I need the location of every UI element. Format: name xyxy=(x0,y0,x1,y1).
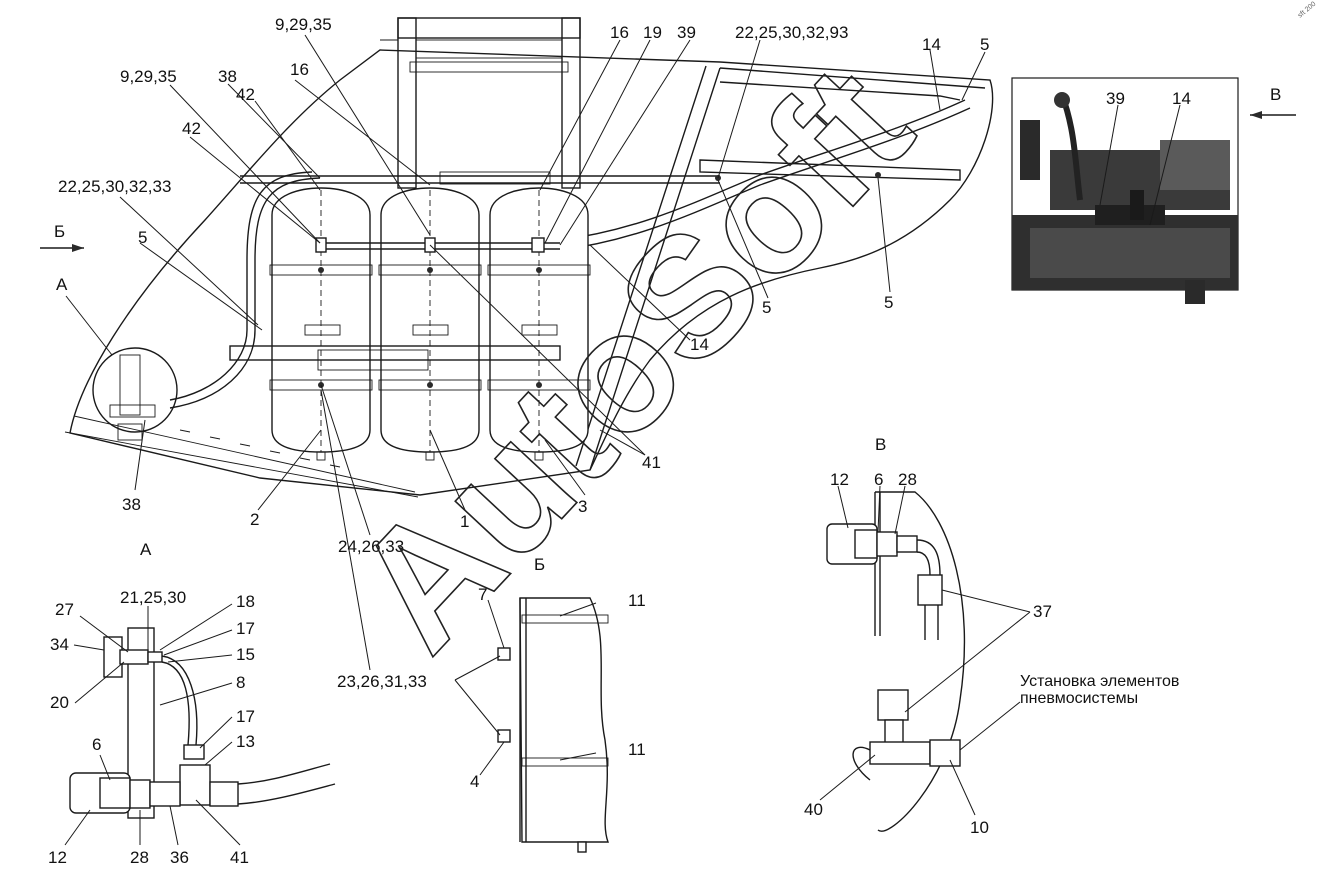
detail-a-label-15: 15 xyxy=(236,645,255,664)
label-42-a: 42 xyxy=(236,85,255,104)
detail-v-label-12: 12 xyxy=(830,470,849,489)
detail-a-view: А xyxy=(48,540,336,867)
detail-a-label-17-bottom: 17 xyxy=(236,707,255,726)
label-1: 1 xyxy=(460,512,469,531)
detail-b-label-4: 4 xyxy=(470,772,479,791)
detail-b-label-11-bottom: 11 xyxy=(628,740,646,759)
label-38-top: 38 xyxy=(218,67,237,86)
label-16-top: 16 xyxy=(610,23,629,42)
label-19: 19 xyxy=(643,23,662,42)
corner-mark: sft 200 xyxy=(1297,1,1318,20)
detail-a-label-27: 27 xyxy=(55,600,74,619)
label-5-left: 5 xyxy=(138,228,147,247)
label-3: 3 xyxy=(578,497,587,516)
detail-a-label-34: 34 xyxy=(50,635,69,654)
detail-v-label-40: 40 xyxy=(804,800,823,819)
label-23-26-31-33: 23,26,31,33 xyxy=(337,672,427,691)
photo-label-14: 14 xyxy=(1172,89,1191,108)
detail-a-label-21-25-30: 21,25,30 xyxy=(120,588,186,607)
view-a-marker: А xyxy=(56,275,68,294)
label-38-bottom: 38 xyxy=(122,495,141,514)
label-5-mid: 5 xyxy=(762,298,771,317)
main-leaders xyxy=(119,34,986,671)
label-41: 41 xyxy=(642,453,661,472)
label-22-left: 22,25,30,32,33 xyxy=(58,177,171,196)
label-22-top: 22,25,30,32,93 xyxy=(735,23,848,42)
label-5-top: 5 xyxy=(980,35,989,54)
detail-v-view: В 12 6 28 37 40 10 Установ xyxy=(804,435,1179,837)
detail-a-label-28: 28 xyxy=(130,848,149,867)
note-installation-line-2: пневмосистемы xyxy=(1020,690,1138,707)
detail-v-label-6: 6 xyxy=(874,470,883,489)
detail-v-label-28: 28 xyxy=(898,470,917,489)
detail-a-title: А xyxy=(140,540,152,559)
receiver-1 xyxy=(378,187,482,461)
view-arrow-v: В xyxy=(1250,85,1296,119)
detail-b-title: Б xyxy=(534,555,545,574)
view-arrow-b: Б xyxy=(40,222,84,252)
label-9-29-35-top: 9,29,35 xyxy=(275,15,332,34)
label-42-b: 42 xyxy=(182,119,201,138)
detail-b-label-11-top: 11 xyxy=(628,591,646,610)
view-b-marker: Б xyxy=(54,222,65,241)
receiver-3 xyxy=(487,187,591,461)
label-39: 39 xyxy=(677,23,696,42)
detail-a-label-13: 13 xyxy=(236,732,255,751)
detail-a-label-6: 6 xyxy=(92,735,101,754)
note-installation-line-1: Установка элементов xyxy=(1020,673,1179,690)
label-16-mid: 16 xyxy=(290,60,309,79)
main-assembly-view: Б В А xyxy=(40,15,1296,691)
detail-b-label-7: 7 xyxy=(478,585,487,604)
label-24-26-33: 24,26,33 xyxy=(338,537,404,556)
label-14-top: 14 xyxy=(922,35,941,54)
detail-a-label-36: 36 xyxy=(170,848,189,867)
detail-a-label-41: 41 xyxy=(230,848,249,867)
label-2: 2 xyxy=(250,510,259,529)
label-9-29-35-left: 9,29,35 xyxy=(120,67,177,86)
detail-v-label-37: 37 xyxy=(1033,602,1052,621)
detail-v-label-10: 10 xyxy=(970,818,989,837)
detail-a-label-12: 12 xyxy=(48,848,67,867)
view-v-marker: В xyxy=(1270,85,1281,104)
detail-a-callout-circle xyxy=(92,347,178,433)
label-5-right: 5 xyxy=(884,293,893,312)
detail-a-label-18: 18 xyxy=(236,592,255,611)
detail-a-label-20: 20 xyxy=(50,693,69,712)
label-14-mid: 14 xyxy=(690,335,709,354)
detail-a-label-8: 8 xyxy=(236,673,245,692)
receiver-2 xyxy=(269,187,373,461)
detail-v-title: В xyxy=(875,435,886,454)
photo-label-39: 39 xyxy=(1106,89,1125,108)
photo-inset: 39 14 xyxy=(1011,77,1239,304)
detail-a-label-17-top: 17 xyxy=(236,619,255,638)
detail-b-view: Б 7 11 4 11 xyxy=(454,555,646,853)
